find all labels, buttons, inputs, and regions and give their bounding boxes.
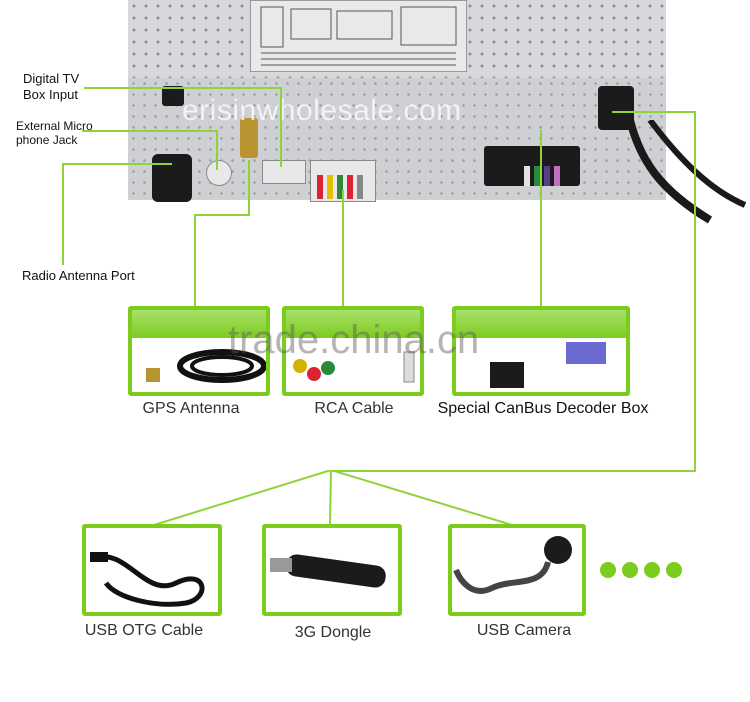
usb-otg-box (82, 524, 222, 616)
usb-camera-image (453, 536, 572, 594)
line-tv-drop (280, 87, 282, 167)
label-external-mic: External Micro phone Jack (16, 119, 93, 147)
label-external-mic-line2: phone Jack (16, 133, 78, 147)
mic-jack (206, 160, 232, 186)
gps-antenna-image (146, 349, 266, 383)
line-usb-3 (330, 470, 696, 472)
label-radio-antenna: Radio Antenna Port (22, 268, 135, 283)
more-dot-3 (644, 562, 660, 578)
usb-otg-caption: USB OTG Cable (84, 622, 204, 639)
line-usb-1 (612, 111, 696, 113)
canbus-wires-graphic (524, 166, 560, 186)
label-external-mic-line1: External Micro (16, 119, 93, 133)
3g-dongle-caption: 3G Dongle (294, 624, 372, 641)
gps-antenna-band (132, 310, 266, 338)
line-usb-2 (694, 111, 696, 471)
line-radio-drop (62, 163, 64, 265)
gps-antenna-box (128, 306, 270, 396)
canbus-port (484, 146, 580, 186)
canbus-box (452, 306, 630, 396)
watermark-middle: trade.china.cn (228, 318, 480, 362)
watermark-top: erisinwholesale.com (182, 94, 462, 127)
line-radio (62, 163, 172, 165)
rca-cable-box (282, 306, 424, 396)
line-gps-1 (248, 160, 250, 216)
rca-cable-caption: RCA Cable (314, 400, 394, 417)
tv-box-port (262, 160, 306, 184)
label-digital-tv: Digital TV Box Input (23, 71, 79, 103)
gps-antenna-caption: GPS Antenna (142, 400, 240, 417)
antenna-socket (162, 86, 184, 106)
line-gps-2 (194, 214, 250, 216)
usb-otg-image (90, 552, 205, 607)
line-canbus (540, 130, 542, 306)
line-usb-branches (153, 470, 513, 526)
wiring-diagram-graphic (260, 6, 457, 66)
canbus-image (490, 342, 606, 388)
3g-dongle-box (262, 524, 402, 616)
rca-wires-graphic (317, 175, 363, 199)
usb-cable-graphic (626, 120, 747, 224)
label-digital-tv-line1: Digital TV (23, 71, 80, 86)
radio-antenna-plug (152, 154, 192, 202)
more-dot-4 (666, 562, 682, 578)
rca-cable-band (286, 310, 420, 338)
line-tv (84, 87, 282, 89)
more-dot-2 (622, 562, 638, 578)
canbus-caption: Special CanBus Decoder Box (437, 400, 649, 417)
gps-connector (240, 118, 258, 158)
line-gps-3 (194, 214, 196, 306)
3g-dongle-image (270, 554, 386, 588)
more-dot-1 (600, 562, 616, 578)
line-mic (82, 130, 218, 132)
usb-camera-caption: USB Camera (476, 622, 572, 639)
label-digital-tv-line2: Box Input (23, 87, 78, 102)
wiring-diagram-label (250, 0, 467, 72)
usb-camera-box (448, 524, 586, 616)
line-mic-drop (216, 130, 218, 170)
canbus-band (456, 310, 626, 338)
rca-cable-image (293, 351, 415, 383)
line-rca (342, 190, 344, 306)
